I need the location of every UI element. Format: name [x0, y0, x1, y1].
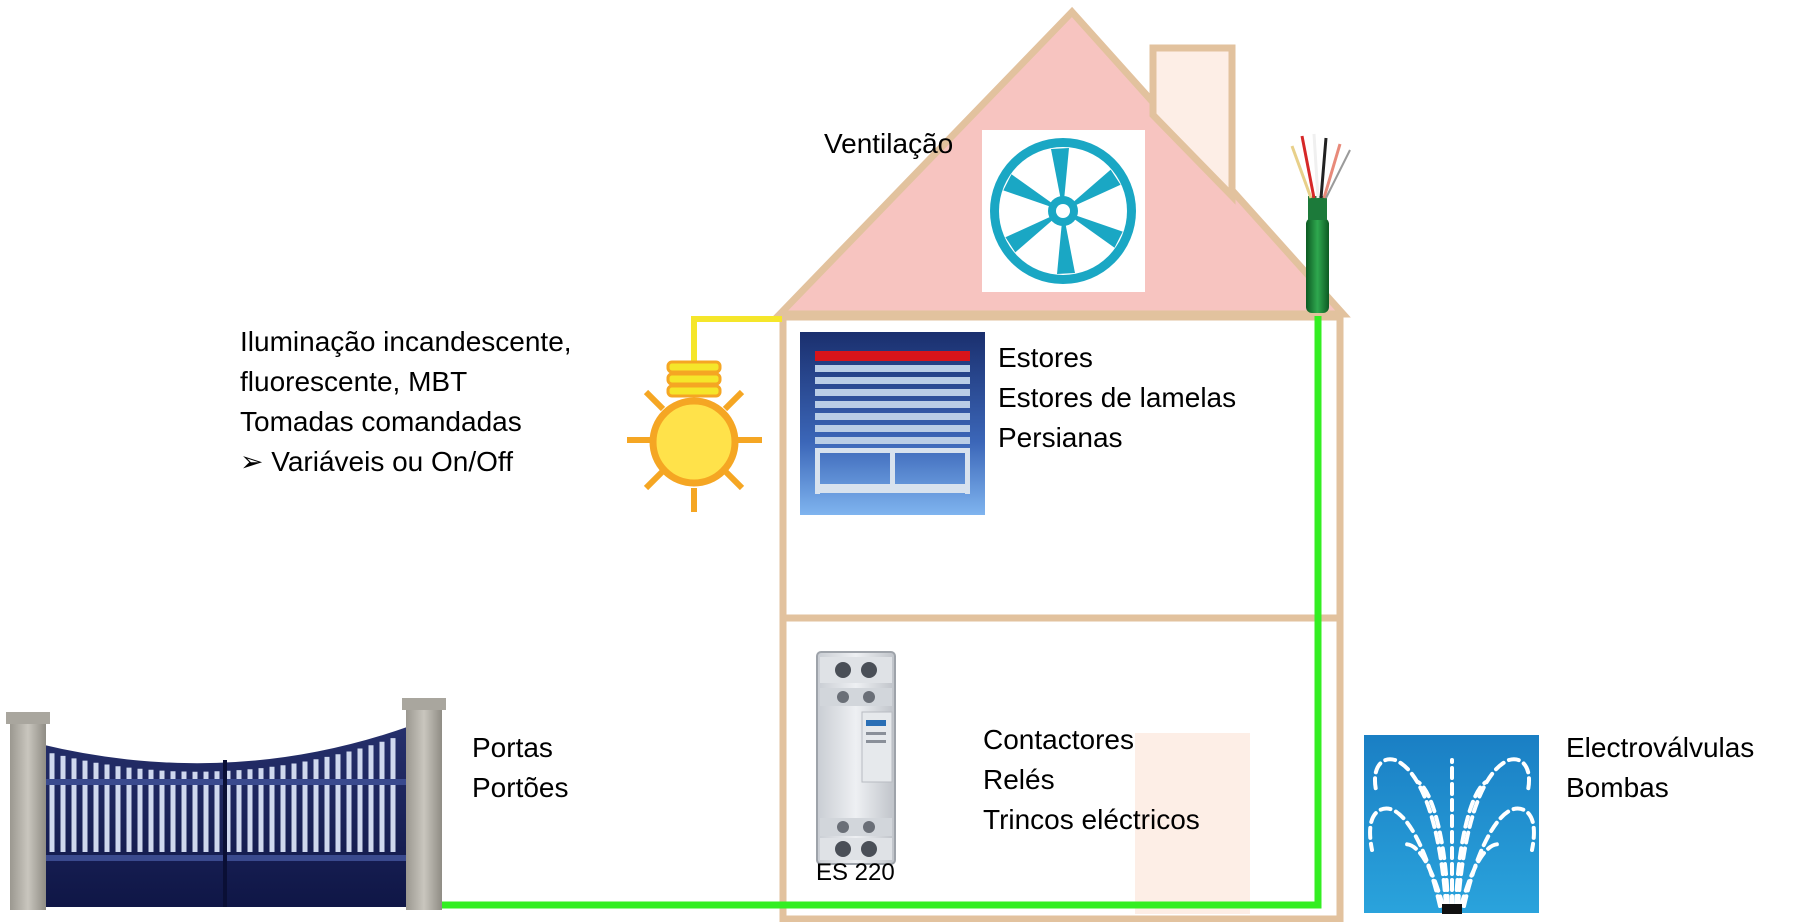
fountain-icon — [1364, 735, 1539, 914]
device-model-label: ES 220 — [816, 859, 895, 886]
gate-icon — [6, 698, 446, 910]
blinds-line-2: Estores de lamelas — [998, 382, 1237, 413]
valves-line-1: Electroválvulas — [1566, 732, 1755, 763]
blinds-icon — [800, 332, 985, 515]
lightbulb-icon — [627, 360, 762, 512]
contactors-line-1: Contactores — [983, 724, 1134, 755]
bus-line — [440, 316, 1322, 909]
lighting-line-1: Iluminação incandescente, — [240, 326, 572, 357]
contactors-label: Contactores Relés Trincos eléctricos — [983, 720, 1200, 840]
cable-icon — [1290, 133, 1351, 313]
gates-line-2: Portões — [472, 772, 569, 803]
lighting-line-3: Tomadas comandadas — [240, 406, 522, 437]
blinds-line-1: Estores — [998, 342, 1093, 373]
lighting-label: Iluminação incandescente, fluorescente, … — [240, 322, 572, 482]
lighting-line-2: fluorescente, MBT — [240, 366, 468, 397]
fan-icon — [982, 130, 1145, 292]
valves-label: Electroválvulas Bombas — [1566, 728, 1754, 808]
gates-label: Portas Portões — [472, 728, 569, 808]
gates-line-1: Portas — [472, 732, 553, 763]
blinds-line-3: Persianas — [998, 422, 1123, 453]
blinds-label: Estores Estores de lamelas Persianas — [998, 338, 1236, 458]
valves-line-2: Bombas — [1566, 772, 1669, 803]
chimney — [1149, 44, 1236, 205]
lighting-line-4: ➢ Variáveis ou On/Off — [240, 446, 513, 477]
ventilation-label: Ventilação — [824, 128, 954, 159]
lamp-wire — [691, 316, 782, 362]
contactors-line-2: Relés — [983, 764, 1055, 795]
contactor-icon — [816, 651, 896, 865]
contactors-line-3: Trincos eléctricos — [983, 804, 1200, 835]
door-shadow — [1135, 733, 1250, 914]
